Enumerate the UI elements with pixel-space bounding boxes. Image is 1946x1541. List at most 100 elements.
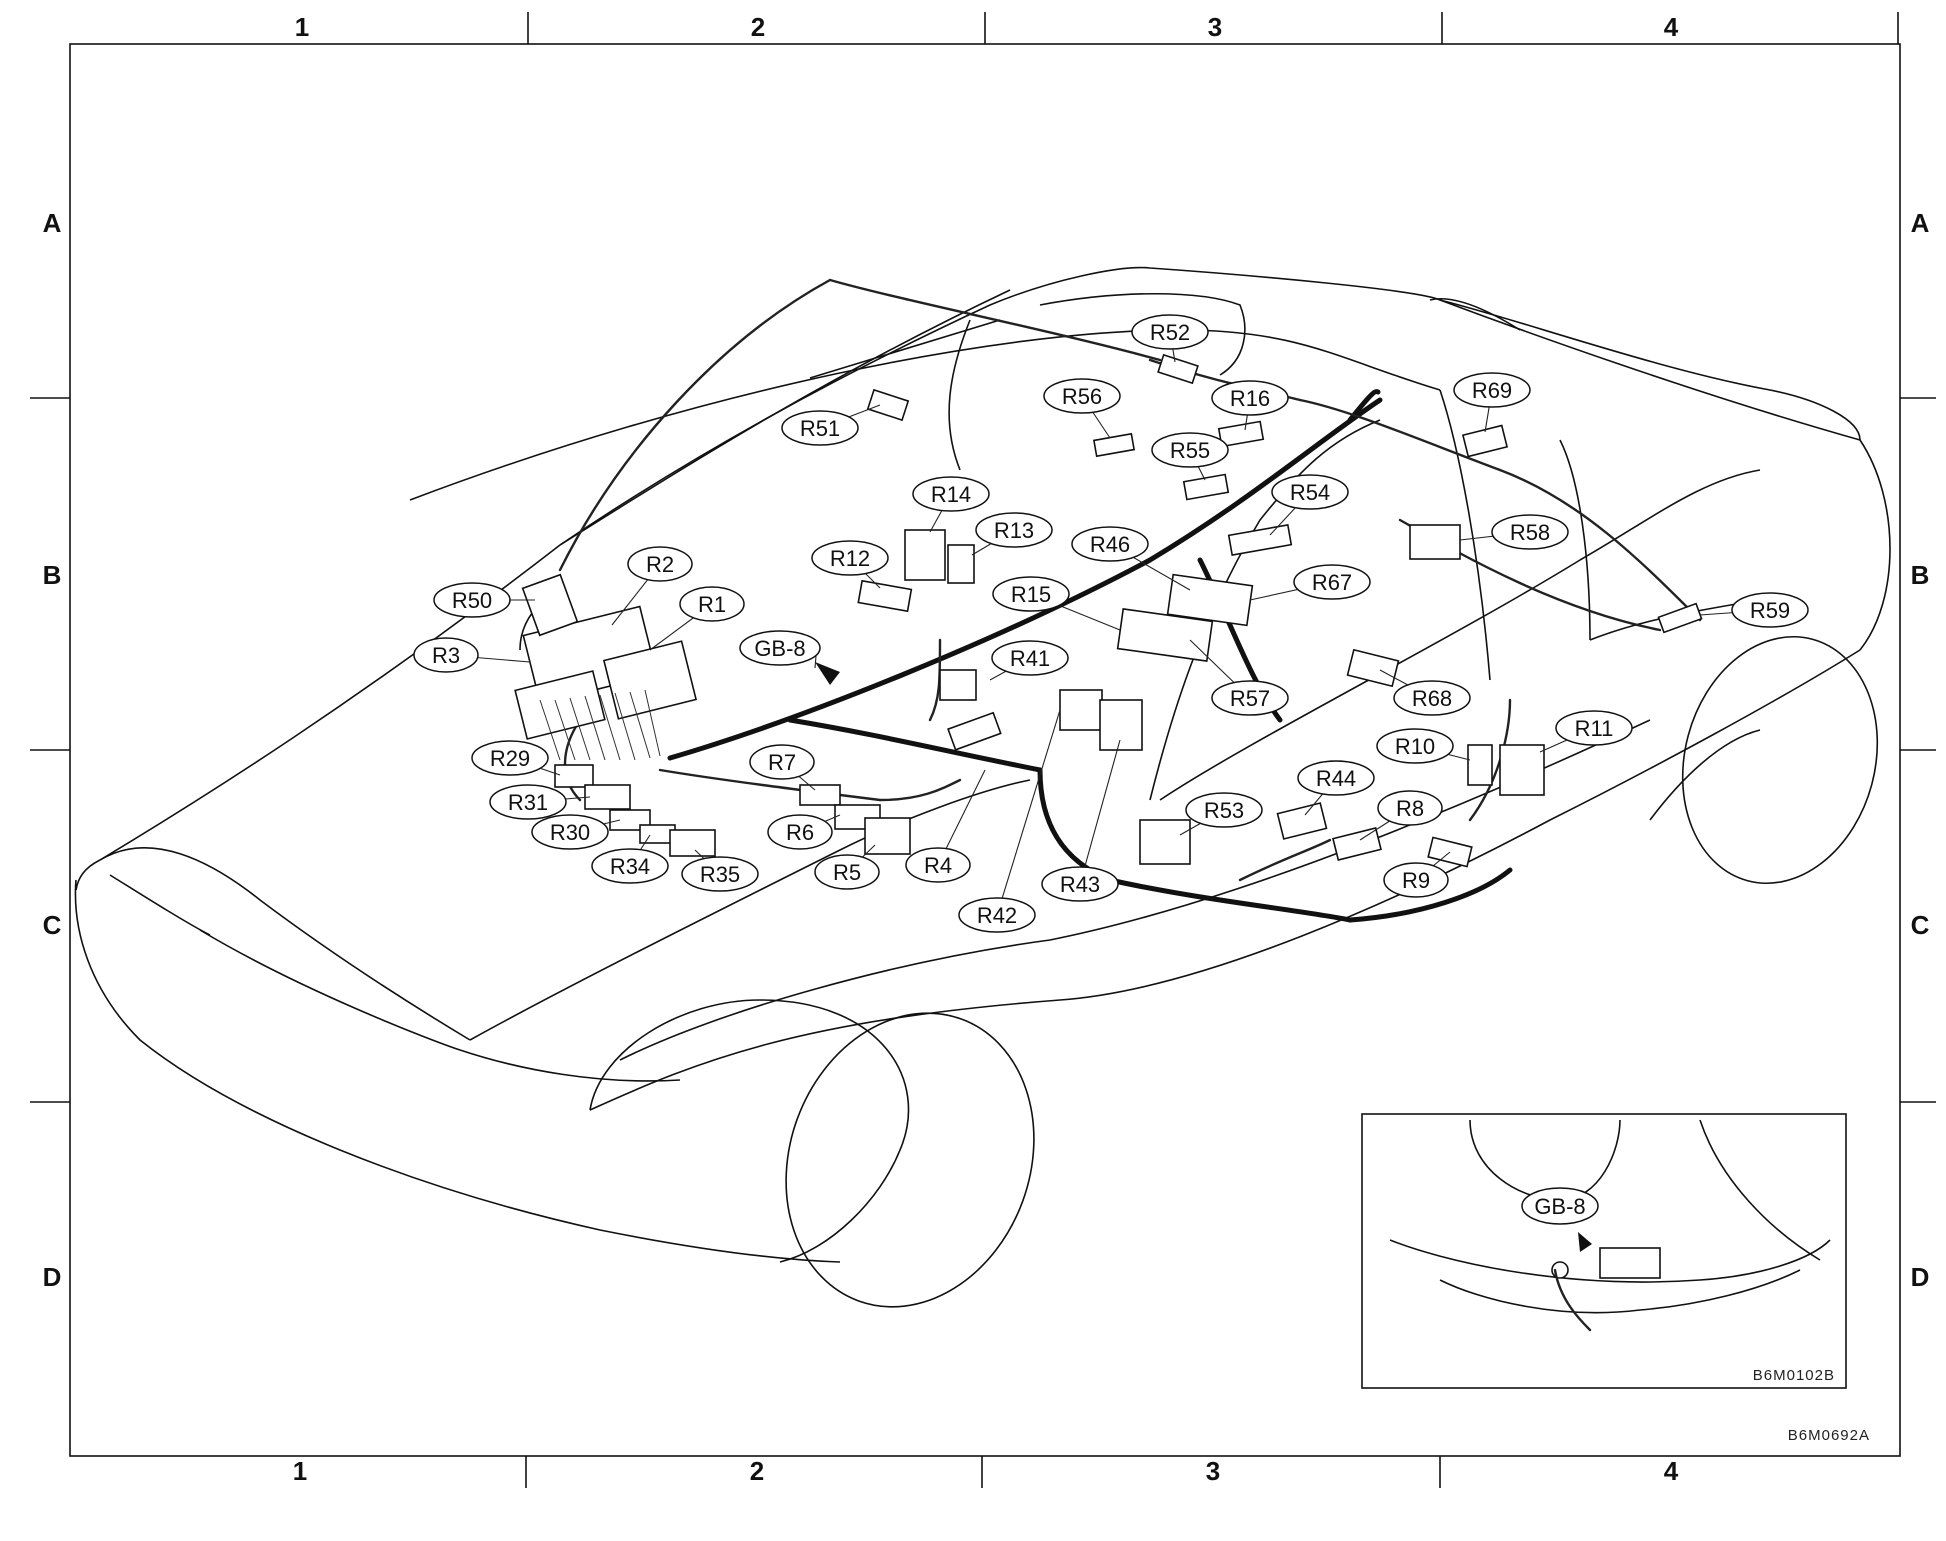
callout-oval <box>681 856 759 892</box>
grid-row-left: D <box>43 1262 62 1292</box>
callout-r53: R53 <box>1185 792 1263 828</box>
floor-branch <box>1238 838 1332 882</box>
callout-r15: R15 <box>992 576 1070 612</box>
callout-label: R59 <box>1750 598 1790 623</box>
bottom-ruler <box>525 1456 1441 1488</box>
callout-label: R7 <box>768 750 796 775</box>
callout-oval <box>1491 514 1569 550</box>
grid-col-bottom: 3 <box>1206 1456 1220 1486</box>
callout-r2: R2 <box>627 546 693 582</box>
callout-r51: R51 <box>781 410 859 446</box>
callout-label: R68 <box>1412 686 1452 711</box>
callout-oval <box>1271 474 1349 510</box>
callout-label: R2 <box>646 552 674 577</box>
callout-oval <box>679 586 745 622</box>
connector-callouts: R1R2R3R4R5R6R7R8R9R10R11R12R13R14R15R16R… <box>413 314 1809 933</box>
callout-label: R31 <box>508 790 548 815</box>
callout-label: R5 <box>833 860 861 885</box>
callout-r68: R68 <box>1393 680 1471 716</box>
grid-col-top: 1 <box>295 12 309 42</box>
grid-col-top: 3 <box>1208 12 1222 42</box>
left-bundle <box>563 718 582 802</box>
callout-r13: R13 <box>975 512 1053 548</box>
callout-oval <box>905 847 971 883</box>
leader-r42 <box>996 709 1061 916</box>
inset-gb8-label: GB-8 <box>1534 1194 1585 1219</box>
callout-r35: R35 <box>681 856 759 892</box>
callout-r67: R67 <box>1293 564 1371 600</box>
car-body <box>74 266 1891 1308</box>
callout-r7: R7 <box>749 744 815 780</box>
callout-r31: R31 <box>489 784 567 820</box>
callout-oval <box>975 512 1053 548</box>
callout-label: R41 <box>1010 646 1050 671</box>
callout-label: R34 <box>610 854 650 879</box>
callout-r6: R6 <box>767 814 833 850</box>
callout-r56: R56 <box>1043 378 1121 414</box>
callout-oval <box>489 784 567 820</box>
callout-r54: R54 <box>1271 474 1349 510</box>
callout-label: R3 <box>432 643 460 668</box>
callout-oval <box>531 814 609 850</box>
callout-oval <box>1293 564 1371 600</box>
callout-label: R12 <box>830 546 870 571</box>
callout-r30: R30 <box>531 814 609 850</box>
figure-code: B6M0692A <box>1788 1427 1870 1444</box>
callout-label: R57 <box>1230 686 1270 711</box>
callout-oval <box>1211 380 1289 416</box>
callout-label: R15 <box>1011 582 1051 607</box>
callout-oval <box>1185 792 1263 828</box>
callout-oval <box>1376 728 1454 764</box>
callout-label: R67 <box>1312 570 1352 595</box>
callout-label: R69 <box>1472 378 1512 403</box>
callout-label: R30 <box>550 820 590 845</box>
roof-wire-top <box>828 278 1162 362</box>
inset-bracket <box>1599 1247 1661 1279</box>
r14-wire <box>928 638 942 722</box>
callout-label: R35 <box>700 862 740 887</box>
grid-row-right: D <box>1911 1262 1930 1292</box>
callout-label: R56 <box>1062 384 1102 409</box>
callout-r16: R16 <box>1211 380 1289 416</box>
grid-row-right: B <box>1911 560 1930 590</box>
callout-r9: R9 <box>1383 862 1449 898</box>
callout-label: R16 <box>1230 386 1270 411</box>
callout-label: R13 <box>994 518 1034 543</box>
callout-oval <box>1377 790 1443 826</box>
rear-wire <box>1298 398 1502 472</box>
callout-label: R42 <box>977 903 1017 928</box>
inset-gb8-oval <box>1521 1187 1599 1225</box>
callout-oval <box>1393 680 1471 716</box>
grid-labels: 1 2 3 4 1 2 3 4 A B C D A B C D <box>43 12 1930 1486</box>
callout-oval <box>1211 680 1289 716</box>
grid-row-left: B <box>43 560 62 590</box>
harness-floor <box>1037 767 1353 923</box>
callout-r58: R58 <box>1491 514 1569 550</box>
callout-oval <box>814 854 880 890</box>
callout-label: R55 <box>1170 438 1210 463</box>
callout-oval <box>958 897 1036 933</box>
callout-label: R43 <box>1060 872 1100 897</box>
callout-gb8: GB-8 <box>739 630 821 666</box>
inset-panel: GB-8 B6M0102B <box>1361 1113 1847 1389</box>
callout-label: R6 <box>786 820 814 845</box>
callout-r50: R50 <box>433 582 511 618</box>
grid-col-top: 4 <box>1664 12 1679 42</box>
callout-oval <box>1041 866 1119 902</box>
callout-oval <box>1297 760 1375 796</box>
callout-oval <box>1071 526 1149 562</box>
roof-wire-left <box>558 278 832 572</box>
callout-label: GB-8 <box>754 636 805 661</box>
callout-oval <box>912 476 990 512</box>
callout-r69: R69 <box>1453 372 1531 408</box>
grid-row-right: C <box>1911 910 1930 940</box>
callout-oval <box>749 744 815 780</box>
callout-oval <box>781 410 859 446</box>
callout-label: R14 <box>931 482 971 507</box>
callout-label: R58 <box>1510 520 1550 545</box>
rear-wire-lower <box>1498 468 1702 622</box>
callout-r34: R34 <box>591 848 669 884</box>
callout-r29: R29 <box>471 740 549 776</box>
callout-oval <box>1453 372 1531 408</box>
inset-code: B6M0102B <box>1753 1367 1835 1384</box>
